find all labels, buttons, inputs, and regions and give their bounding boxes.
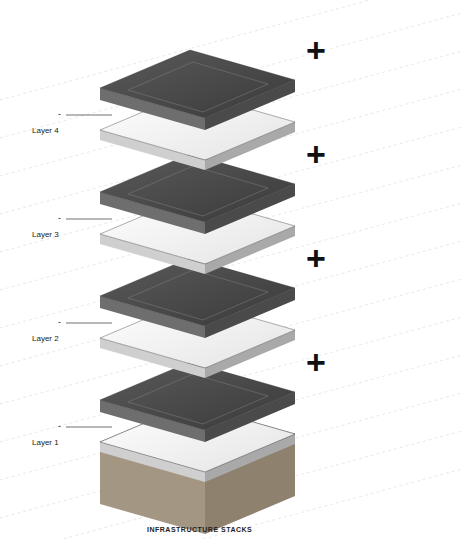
inner-outline	[128, 62, 268, 112]
plus-sign: +	[306, 241, 326, 275]
layer-label: Layer 1	[32, 438, 59, 447]
leader-line	[66, 219, 112, 220]
minus-sign: -	[58, 318, 61, 327]
plus-sign: +	[306, 33, 326, 67]
surface-slab	[100, 50, 295, 130]
background-line	[0, 51, 462, 176]
inner-outline	[128, 166, 268, 216]
layer-label: Layer 4	[32, 126, 59, 135]
layer-label: Layer 2	[32, 334, 59, 343]
layer-label: Layer 3	[32, 230, 59, 239]
leader-line	[66, 427, 112, 428]
plus-sign: +	[306, 345, 326, 379]
inner-outline	[128, 270, 268, 320]
caption: INFRASTRUCTURE STACKS	[147, 526, 252, 533]
plus-sign: +	[306, 137, 326, 171]
leader-line	[66, 323, 112, 324]
minus-sign: -	[58, 110, 61, 119]
minus-sign: -	[58, 422, 61, 431]
inner-outline	[128, 374, 268, 424]
leader-line	[66, 115, 112, 116]
minus-sign: -	[58, 214, 61, 223]
